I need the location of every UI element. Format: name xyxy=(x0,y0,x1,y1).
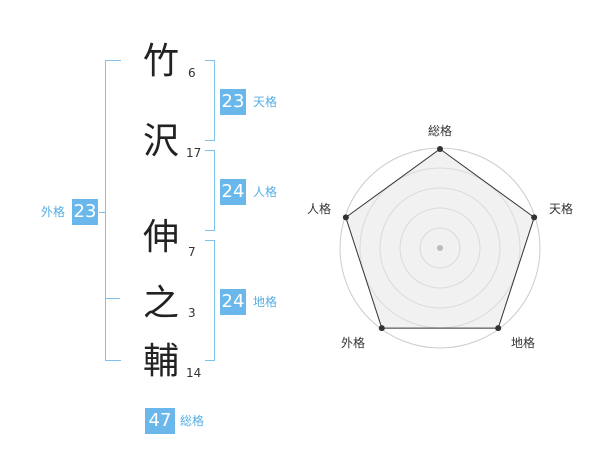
stroke-count-5: 14 xyxy=(186,366,202,380)
radar-chart xyxy=(339,146,541,349)
tenkaku-label: 天格 xyxy=(253,95,278,109)
radar-polygon xyxy=(345,148,535,329)
stroke-count-1: 6 xyxy=(188,66,196,80)
stroke-count-4: 3 xyxy=(188,306,196,320)
radar-center-dot xyxy=(437,245,443,251)
radar-label-jinkaku: 人格 xyxy=(307,202,332,216)
gaikaku-bracket-arm xyxy=(99,212,105,213)
stroke-count-2: 17 xyxy=(186,146,202,160)
gaikaku-score: 23 xyxy=(72,199,98,225)
name-char-5: 輔 xyxy=(142,341,179,382)
radar-label-chikaku: 地格 xyxy=(511,336,536,350)
chikaku-bracket xyxy=(205,240,215,361)
radar-point-3 xyxy=(495,325,502,332)
radar-point-5 xyxy=(342,214,349,221)
gaikaku-bracket xyxy=(105,60,121,361)
soukaku-label: 総格 xyxy=(180,414,205,428)
gaikaku-bracket-tick xyxy=(105,298,120,299)
jinkaku-score: 24 xyxy=(220,179,246,205)
radar-label-soukaku: 総格 xyxy=(428,124,453,138)
soukaku-score: 47 xyxy=(145,408,175,434)
name-char-1: 竹 xyxy=(142,41,179,82)
tenkaku-score: 23 xyxy=(220,89,246,115)
jinkaku-label: 人格 xyxy=(253,185,278,199)
stroke-count-3: 7 xyxy=(188,245,196,259)
radar-label-gaikaku: 外格 xyxy=(341,336,366,350)
jinkaku-bracket xyxy=(205,150,215,231)
gaikaku-label: 外格 xyxy=(41,205,66,219)
radar-point-2 xyxy=(531,214,538,221)
name-char-3: 伸 xyxy=(142,217,179,258)
chikaku-score: 24 xyxy=(220,289,246,315)
name-char-2: 沢 xyxy=(142,121,179,162)
tenkaku-bracket xyxy=(205,60,215,141)
chikaku-label: 地格 xyxy=(253,295,278,309)
radar-label-tenkaku: 天格 xyxy=(549,202,574,216)
radar-point-1 xyxy=(437,146,443,152)
radar-point-4 xyxy=(378,325,385,332)
name-char-4: 之 xyxy=(142,283,179,324)
radar-dots xyxy=(342,146,538,332)
